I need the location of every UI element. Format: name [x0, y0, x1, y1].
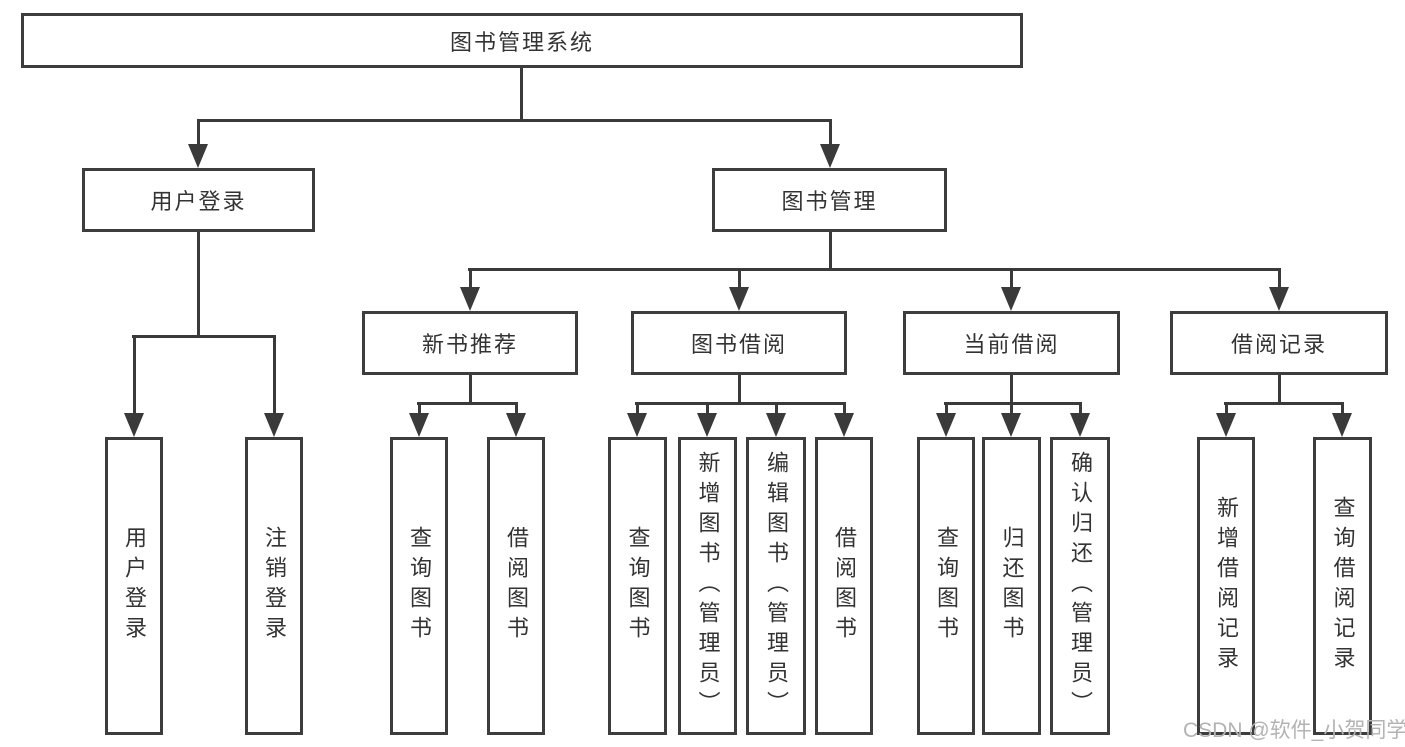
- leaf-current-query-label: 查询图书: [934, 526, 959, 646]
- leaf-current-confirm-admin-label: 确认归还（管理员）: [1068, 451, 1093, 721]
- connector-line: [1341, 402, 1344, 416]
- arrow-down-icon: [1216, 413, 1236, 437]
- connector-line: [829, 232, 832, 270]
- leaf-logout: 注销登录: [245, 437, 303, 735]
- node-book-borrow-label: 图书借阅: [690, 332, 787, 357]
- leaf-records-add: 新增借阅记录: [1197, 437, 1255, 735]
- connector-line: [133, 335, 136, 417]
- leaf-records-add-label: 新增借阅记录: [1214, 496, 1239, 676]
- leaf-user-login-label: 用户登录: [122, 526, 147, 646]
- node-new-book-recommend-label: 新书推荐: [421, 332, 518, 357]
- connector-line: [1224, 402, 1344, 405]
- arrow-down-icon: [460, 287, 480, 311]
- arrow-down-icon: [1332, 413, 1352, 437]
- leaf-borrow-book: 借阅图书: [815, 437, 873, 735]
- connector-line: [1079, 402, 1082, 416]
- arrow-down-icon: [697, 413, 717, 437]
- node-book-management: 图书管理: [712, 168, 947, 232]
- connector-line: [197, 119, 832, 122]
- arrow-down-icon: [729, 287, 749, 311]
- leaf-current-query: 查询图书: [917, 437, 975, 735]
- leaf-logout-label: 注销登录: [262, 526, 287, 646]
- leaf-records-query-label: 查询借阅记录: [1330, 496, 1356, 676]
- connector-line: [1225, 402, 1228, 416]
- connector-line: [775, 402, 778, 416]
- connector-line: [132, 335, 276, 338]
- connector-line: [469, 268, 472, 291]
- arrow-down-icon: [834, 413, 854, 437]
- node-root-label: 图书管理系统: [449, 29, 594, 55]
- connector-line: [1278, 268, 1281, 291]
- leaf-borrow-add-admin-label: 新增图书（管理员）: [695, 451, 721, 721]
- arrow-down-icon: [188, 144, 208, 168]
- connector-line: [197, 232, 200, 337]
- arrow-down-icon: [1001, 413, 1021, 437]
- connector-line: [738, 268, 741, 291]
- leaf-borrow-edit-admin: 编辑图书（管理员）: [746, 437, 806, 735]
- connector-line: [273, 335, 276, 417]
- node-borrow-records: 借阅记录: [1170, 311, 1388, 375]
- leaf-borrow-book-label: 借阅图书: [832, 526, 857, 646]
- connector-line: [829, 119, 832, 148]
- node-book-management-label: 图书管理: [781, 189, 878, 214]
- leaf-newbooks-borrow: 借阅图书: [487, 437, 545, 735]
- arrow-down-icon: [506, 413, 526, 437]
- leaf-borrow-edit-admin-label: 编辑图书（管理员）: [764, 451, 789, 721]
- leaf-newbooks-query-label: 查询图书: [407, 526, 432, 646]
- leaf-current-return-label: 归还图书: [999, 526, 1025, 646]
- node-root: 图书管理系统: [21, 13, 1023, 68]
- leaf-borrow-query: 查询图书: [608, 437, 667, 735]
- connector-line: [520, 68, 523, 121]
- arrow-down-icon: [627, 413, 647, 437]
- node-current-borrow: 当前借阅: [903, 311, 1120, 375]
- connector-line: [1278, 375, 1281, 404]
- leaf-borrow-add-admin: 新增图书（管理员）: [678, 437, 737, 735]
- node-user-login-label: 用户登录: [150, 189, 247, 214]
- leaf-current-return: 归还图书: [982, 437, 1041, 735]
- arrow-down-icon: [1001, 287, 1021, 311]
- node-user-login: 用户登录: [82, 168, 315, 232]
- node-new-book-recommend: 新书推荐: [362, 311, 578, 375]
- connector-line: [1010, 268, 1013, 291]
- leaf-records-query: 查询借阅记录: [1313, 437, 1372, 735]
- connector-line: [197, 119, 200, 148]
- connector-line: [635, 402, 846, 405]
- connector-line: [944, 402, 1082, 405]
- arrow-down-icon: [936, 413, 956, 437]
- arrow-down-icon: [124, 413, 144, 437]
- connector-line: [418, 402, 421, 416]
- watermark: CSDN @软件_小贺同学: [1183, 719, 1405, 742]
- arrow-down-icon: [1070, 413, 1090, 437]
- arrow-down-icon: [766, 413, 786, 437]
- leaf-current-confirm-admin: 确认归还（管理员）: [1050, 437, 1110, 735]
- arrow-down-icon: [820, 144, 840, 168]
- node-current-borrow-label: 当前借阅: [963, 332, 1060, 357]
- connector-line: [706, 402, 709, 416]
- connector-line: [417, 402, 518, 405]
- leaf-borrow-query-label: 查询图书: [625, 526, 651, 646]
- connector-line: [515, 402, 518, 416]
- leaf-newbooks-query: 查询图书: [390, 437, 448, 735]
- connector-line: [843, 402, 846, 416]
- connector-line: [738, 375, 741, 404]
- leaf-user-login: 用户登录: [105, 437, 163, 735]
- connector-line: [468, 268, 1281, 271]
- arrow-down-icon: [264, 413, 284, 437]
- arrow-down-icon: [409, 413, 429, 437]
- connector-line: [945, 402, 948, 416]
- connector-line: [636, 402, 639, 416]
- arrow-down-icon: [1269, 287, 1289, 311]
- connector-line: [1010, 402, 1013, 416]
- node-book-borrow: 图书借阅: [631, 311, 847, 375]
- connector-line: [469, 375, 472, 404]
- leaf-newbooks-borrow-label: 借阅图书: [504, 526, 529, 646]
- node-borrow-records-label: 借阅记录: [1230, 332, 1327, 357]
- connector-line: [1010, 375, 1013, 404]
